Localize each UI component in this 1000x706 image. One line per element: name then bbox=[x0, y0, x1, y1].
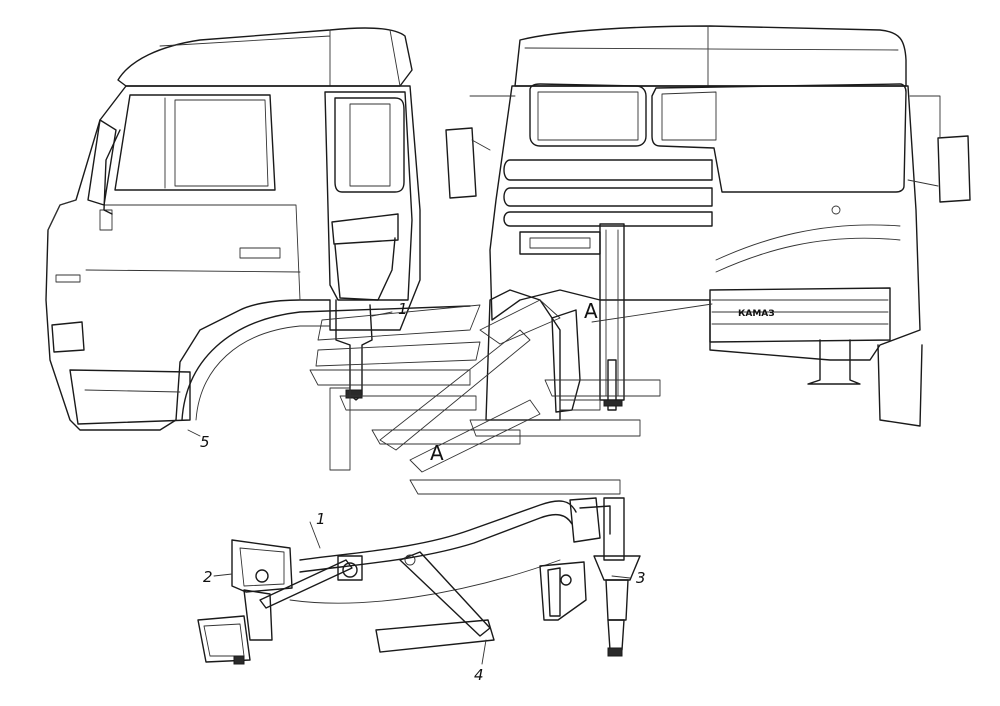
callout-3: 3 bbox=[636, 569, 646, 587]
callout-2: 2 bbox=[203, 568, 213, 586]
view-label-a-bottom: A bbox=[430, 441, 444, 465]
grille-badge: КАМАЗ bbox=[738, 309, 775, 319]
callout-1-bottom: 1 bbox=[316, 510, 326, 528]
cab-side-view bbox=[45, 27, 471, 431]
tilt-mechanism-assembly bbox=[197, 497, 641, 665]
callout-4: 4 bbox=[474, 666, 484, 684]
callout-1-top: 1 bbox=[398, 300, 408, 318]
view-arrows bbox=[309, 299, 661, 495]
view-label-a-top: A bbox=[584, 299, 598, 323]
leader-lines bbox=[187, 311, 631, 665]
cab-front-view: КАМАЗ bbox=[445, 25, 971, 427]
callout-5: 5 bbox=[200, 433, 210, 451]
